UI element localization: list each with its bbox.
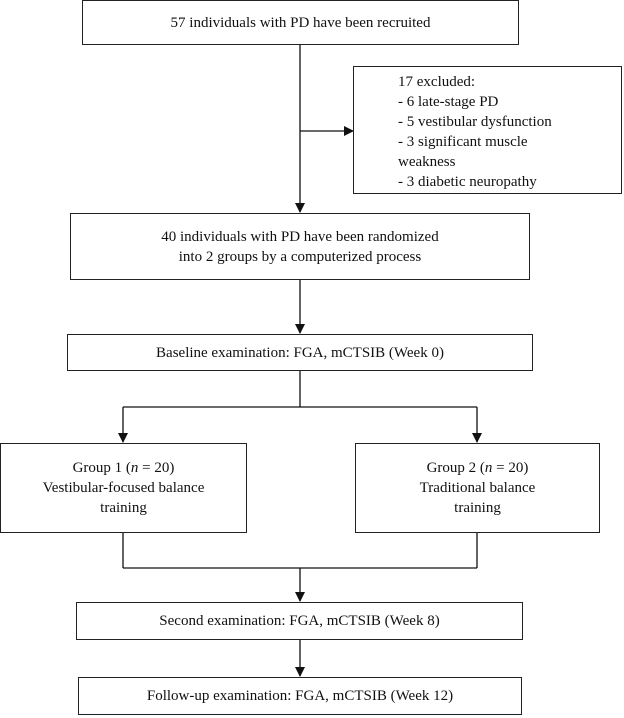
baseline-text: Baseline examination: FGA, mCTSIB (Week … bbox=[156, 344, 444, 361]
excluded-title: 17 excluded: bbox=[398, 74, 476, 90]
second-exam-box: Second examination: FGA, mCTSIB (Week 8) bbox=[76, 602, 523, 640]
group1-line-3: training bbox=[100, 500, 147, 516]
randomized-box: 40 individuals with PD have been randomi… bbox=[70, 213, 530, 280]
excluded-item: - 6 late-stage PD bbox=[398, 94, 499, 110]
group2-label: Group 2 (n = 20) bbox=[426, 460, 529, 476]
recruited-box: 57 individuals with PD have been recruit… bbox=[82, 0, 519, 45]
randomized-line-1: 40 individuals with PD have been randomi… bbox=[161, 228, 439, 245]
followup-exam-box: Follow-up examination: FGA, mCTSIB (Week… bbox=[78, 677, 522, 715]
group1-box: Group 1 (n = 20) Vestibular-focused bala… bbox=[0, 443, 247, 533]
baseline-box: Baseline examination: FGA, mCTSIB (Week … bbox=[67, 334, 533, 371]
group2-box: Group 2 (n = 20) Traditional balance tra… bbox=[355, 443, 600, 533]
group1-label: Group 1 (n = 20) bbox=[72, 460, 175, 476]
second-exam-text: Second examination: FGA, mCTSIB (Week 8) bbox=[159, 613, 440, 629]
excluded-item: weakness bbox=[398, 154, 456, 170]
followup-exam-text: Follow-up examination: FGA, mCTSIB (Week… bbox=[146, 688, 454, 704]
group1-line-2: Vestibular-focused balance bbox=[42, 480, 205, 496]
excluded-box: 17 excluded: - 6 late-stage PD - 5 vesti… bbox=[353, 66, 622, 194]
excluded-item: - 3 diabetic neuropathy bbox=[398, 174, 537, 190]
excluded-item: - 5 vestibular dysfunction bbox=[398, 114, 552, 130]
group2-line-2: Traditional balance bbox=[419, 480, 536, 496]
excluded-item: - 3 significant muscle bbox=[398, 134, 528, 150]
group2-line-3: training bbox=[454, 500, 501, 516]
recruited-text: 57 individuals with PD have been recruit… bbox=[170, 14, 431, 31]
randomized-line-2: into 2 groups by a computerized process bbox=[178, 248, 422, 265]
